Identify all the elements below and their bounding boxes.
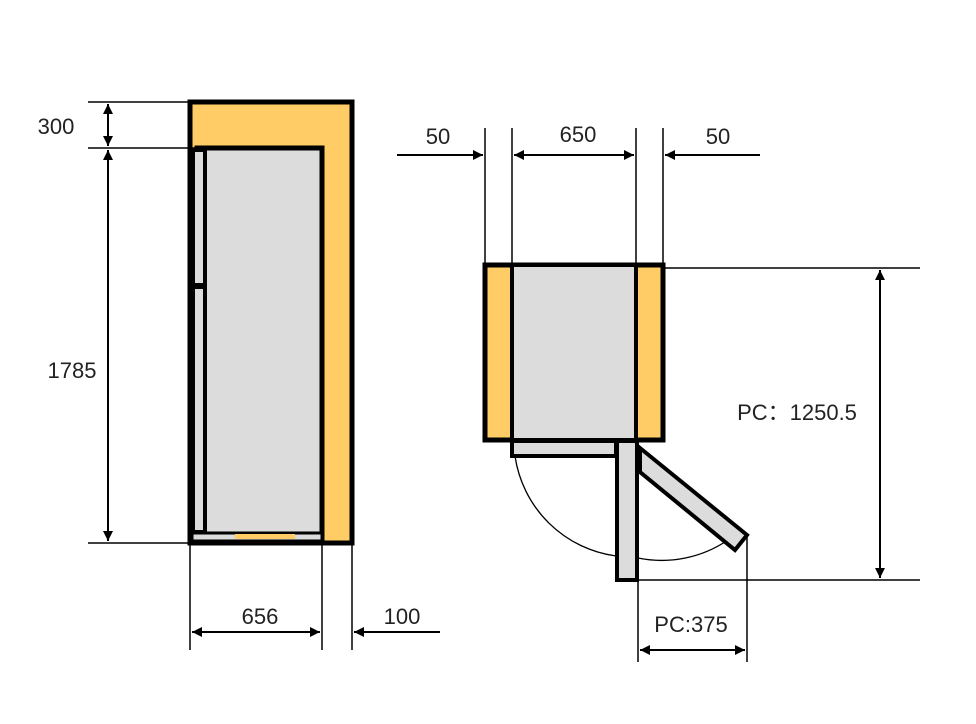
- label-dim-depth: 656: [242, 604, 279, 629]
- label-right-gap: 50: [706, 124, 730, 149]
- extension-lines: [88, 101, 353, 650]
- open-door-angled: [638, 443, 750, 553]
- open-door-90: [615, 439, 639, 582]
- fridge-body-top: [510, 263, 638, 442]
- label-dim-height: 1785: [48, 358, 97, 383]
- freezer-door-side: [191, 148, 207, 287]
- side-view: 300 1785 656 100: [38, 99, 440, 650]
- label-door-swing: PC:375: [654, 612, 727, 637]
- label-dim-top: 300: [38, 114, 75, 139]
- extension-lines-top: [484, 128, 920, 662]
- fridge-door-side: [191, 285, 207, 534]
- closed-door-top: [510, 439, 618, 458]
- label-open-depth: PC：1250.5: [737, 400, 857, 425]
- label-dim-back-gap: 100: [384, 604, 421, 629]
- fridge-body-side: [194, 145, 325, 541]
- door-swing-arc: [514, 455, 729, 562]
- label-left-gap: 50: [426, 124, 450, 149]
- top-view: 50 650 50 PC：1250.5 PC:375: [397, 122, 920, 662]
- label-width: 650: [560, 122, 597, 147]
